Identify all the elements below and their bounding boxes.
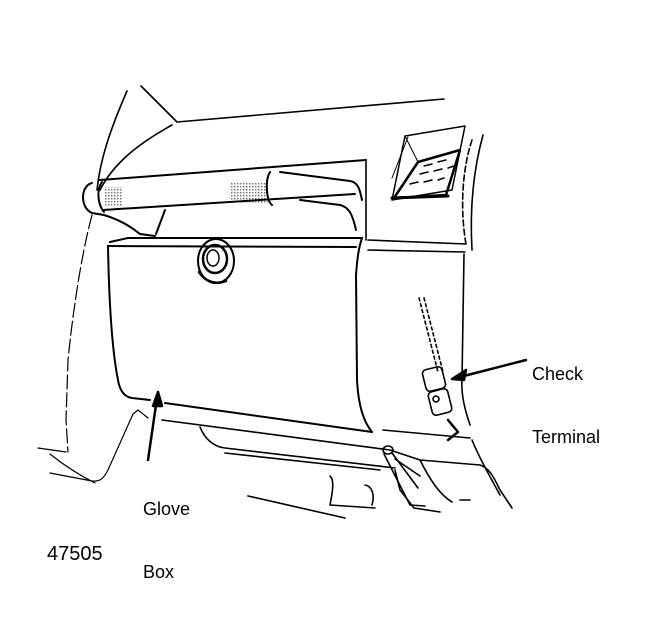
check-terminal-arrowhead: [450, 368, 468, 382]
glove-box-label-line1: Glove: [143, 499, 191, 519]
diagram-canvas: Check Terminal Glove Box 47505: [37, 85, 600, 582]
air-vent: [390, 125, 466, 201]
figure-reference-number: 47505: [47, 543, 103, 565]
glove-box-arrowhead: [151, 390, 164, 408]
dash-upper-outline: [96, 85, 445, 191]
ground-strap: [382, 445, 426, 507]
lock-cylinder: [197, 238, 235, 284]
lower-trim: [161, 419, 513, 519]
glove-box-door: [107, 237, 373, 433]
dash-right-panel: [365, 134, 484, 439]
leader-arrows: [146, 358, 528, 462]
check-terminal-label-line1: Check: [532, 364, 584, 384]
glove-box-label: Glove Box: [143, 457, 190, 625]
handle-stipple-shading: [104, 182, 268, 207]
check-terminal-connector: [418, 297, 460, 442]
check-terminal-label-line2: Terminal: [532, 427, 601, 447]
check-terminal-leader: [454, 358, 528, 380]
glove-box-label-line2: Box: [143, 562, 175, 582]
grab-handle: [82, 159, 367, 237]
a-pillar-outline: [37, 214, 149, 484]
glove-box-leader: [146, 396, 159, 462]
check-terminal-label: Check Terminal: [532, 322, 600, 490]
glove-box-illustration: [37, 85, 528, 519]
